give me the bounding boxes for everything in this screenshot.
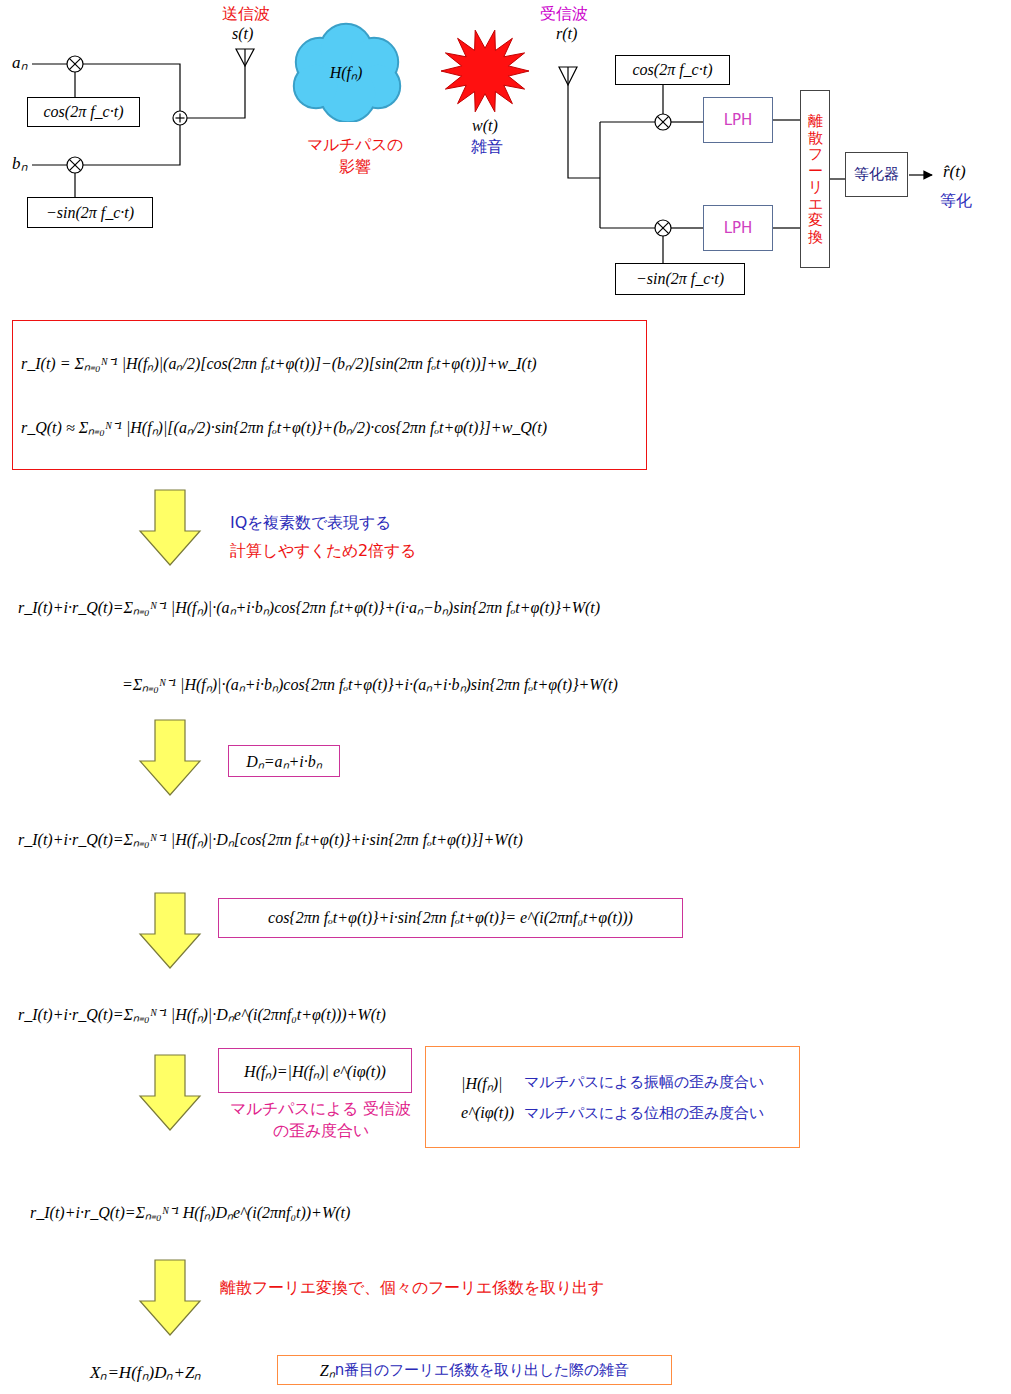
wire [187, 49, 245, 118]
derivation-arrow [140, 720, 200, 795]
step-note: マルチパスによる 受信波の歪み度合い [228, 1098, 413, 1141]
multiplier-symbol [655, 114, 671, 130]
definition-box: cos{2πn fₒt+φ(t)}+i·sin{2πn fₒt+φ(t)}= e… [218, 898, 683, 938]
formula-text: Dₙ=aₙ+i·bₙ [246, 750, 322, 772]
signal-name: s(t) [232, 25, 253, 43]
formula-text: w(t) [472, 117, 498, 135]
signal-wire [773, 227, 800, 228]
equation: Xₙ=H(fₙ)Dₙ+Zₙ [90, 1360, 201, 1383]
wire [662, 236, 663, 263]
noise-burst [437, 27, 533, 115]
box-label: 離散フーリエ変換 [808, 113, 823, 245]
input-name: bₙ [12, 151, 28, 174]
formula-box: r_I(t) = Σₙ₌₀ᴺ⁻¹ |H(fₙ)|(aₙ/2)[cos(2πn f… [12, 320, 647, 470]
box-label: LPH [724, 219, 753, 237]
derivation-arrow [140, 490, 200, 565]
formula-text: Zₙ [320, 1359, 335, 1381]
equalizer-box: 等化器 [845, 152, 908, 197]
channel-cloud: H(fₙ) [290, 22, 402, 122]
box-label: LPH [724, 111, 753, 129]
wire [83, 125, 180, 165]
carrier-box: cos(2π f_c·t) [615, 55, 730, 85]
signal-wire [830, 178, 845, 179]
carrier-box: −sin(2π f_c·t) [27, 197, 153, 228]
multiplier-symbol [67, 157, 83, 173]
note-box: |H(fₙ)| マルチパスによる振幅の歪み度合い e^(iφ(t)) マルチパスによる… [425, 1046, 800, 1148]
note-box: Zₙn番目のフーリエ係数を取り出した際の雑音 [277, 1355, 672, 1385]
equation: =Σₙ₌₀ᴺ⁻¹ |H(fₙ)|·(aₙ+i·bₙ)cos{2πn fₒt+φ(… [122, 673, 618, 695]
antenna-symbol [236, 49, 254, 66]
wire [600, 121, 655, 122]
filter-box: LPH [703, 205, 773, 251]
signal-name: r(t) [556, 25, 577, 43]
wire [32, 63, 67, 64]
signal-title: 受信波 [540, 4, 588, 25]
step-note: 離散フーリエ変換で、個々のフーリエ係数を取り出す [220, 1278, 604, 1299]
wire [74, 72, 75, 97]
definition-box: Dₙ=aₙ+i·bₙ [228, 745, 340, 777]
signal-wire [773, 119, 800, 120]
multiplier-symbol [655, 220, 671, 236]
box-label: 等化器 [854, 165, 899, 184]
input-name: aₙ [12, 50, 28, 73]
formula-text: |H(fₙ)| [461, 1072, 514, 1094]
formula-text: e^(iφ(t)) [461, 1104, 514, 1122]
equation: r_I(t)+i·r_Q(t)=Σₙ₌₀ᴺ⁻¹ |H(fₙ)|·Dₙ[cos{2… [18, 828, 523, 850]
channel-caption: マルチパスの 影響 [300, 134, 410, 177]
carrier-box: cos(2π f_c·t) [27, 97, 140, 127]
equation: r_I(t)+i·r_Q(t)=Σₙ₌₀ᴺ⁻¹ |H(fₙ)|·(aₙ+i·bₙ… [18, 596, 600, 618]
formula-text: H(fₙ) [330, 61, 363, 83]
noise-star: w(t) [437, 27, 533, 135]
formula-text: −sin(2π f_c·t) [46, 204, 134, 222]
wire [662, 85, 663, 114]
multiplier-symbol [67, 56, 83, 72]
adder-symbol [173, 111, 187, 125]
formula-text: r_I(t) = Σₙ₌₀ᴺ⁻¹ |H(fₙ)|(aₙ/2)[cos(2πn f… [21, 352, 537, 374]
wire [600, 227, 655, 228]
carrier-box: −sin(2π f_c·t) [615, 263, 745, 295]
wire [671, 121, 703, 122]
filter-box: LPH [703, 97, 773, 143]
derivation-arrow [140, 1055, 200, 1130]
wire [74, 173, 75, 197]
formula-text: cos(2π f_c·t) [44, 103, 124, 121]
formula-text: H(fₙ)=|H(fₙ)| e^(iφ(t)) [244, 1060, 386, 1082]
signal-title: 送信波 [222, 4, 270, 25]
definition-box: H(fₙ)=|H(fₙ)| e^(iφ(t)) [218, 1048, 412, 1093]
formula-text: −sin(2π f_c·t) [636, 270, 724, 288]
noise-caption: 雑音 [471, 137, 503, 158]
wire [32, 164, 67, 165]
box-label: マルチパスによる振幅の歪み度合い [524, 1073, 764, 1092]
equation: r_I(t)+i·r_Q(t)=Σₙ₌₀ᴺ⁻¹ |H(fₙ)|·Dₙe^(i(2… [18, 1003, 386, 1025]
step-note: 計算しやすくため2倍する [230, 541, 416, 562]
formula-text: r_Q(t) ≈ Σₙ₌₀ᴺ⁻¹ |H(fₙ)|[(aₙ/2)·sin{2πn … [21, 416, 547, 438]
derivation-arrow [140, 1260, 200, 1335]
step-note: IQを複素数で表現する [230, 513, 391, 534]
output-caption: 等化 [940, 191, 972, 212]
box-label: n番目のフーリエ係数を取り出した際の雑音 [335, 1361, 630, 1380]
box-label: マルチパスによる位相の歪み度合い [524, 1104, 764, 1123]
wire [599, 122, 600, 228]
output-arrow [909, 174, 932, 175]
dft-box: 離散フーリエ変換 [800, 90, 830, 268]
formula-text: cos{2πn fₒt+φ(t)}+i·sin{2πn fₒt+φ(t)}= e… [268, 909, 633, 927]
equation: r_I(t)+i·r_Q(t)=Σₙ₌₀ᴺ⁻¹ H(fₙ)Dₙe^(i(2πnf… [30, 1201, 350, 1223]
wire [568, 67, 600, 178]
output-name: r̂(t) [943, 162, 966, 182]
derivation-arrow [140, 893, 200, 968]
formula-text: cos(2π f_c·t) [633, 61, 713, 79]
wire [671, 227, 703, 228]
